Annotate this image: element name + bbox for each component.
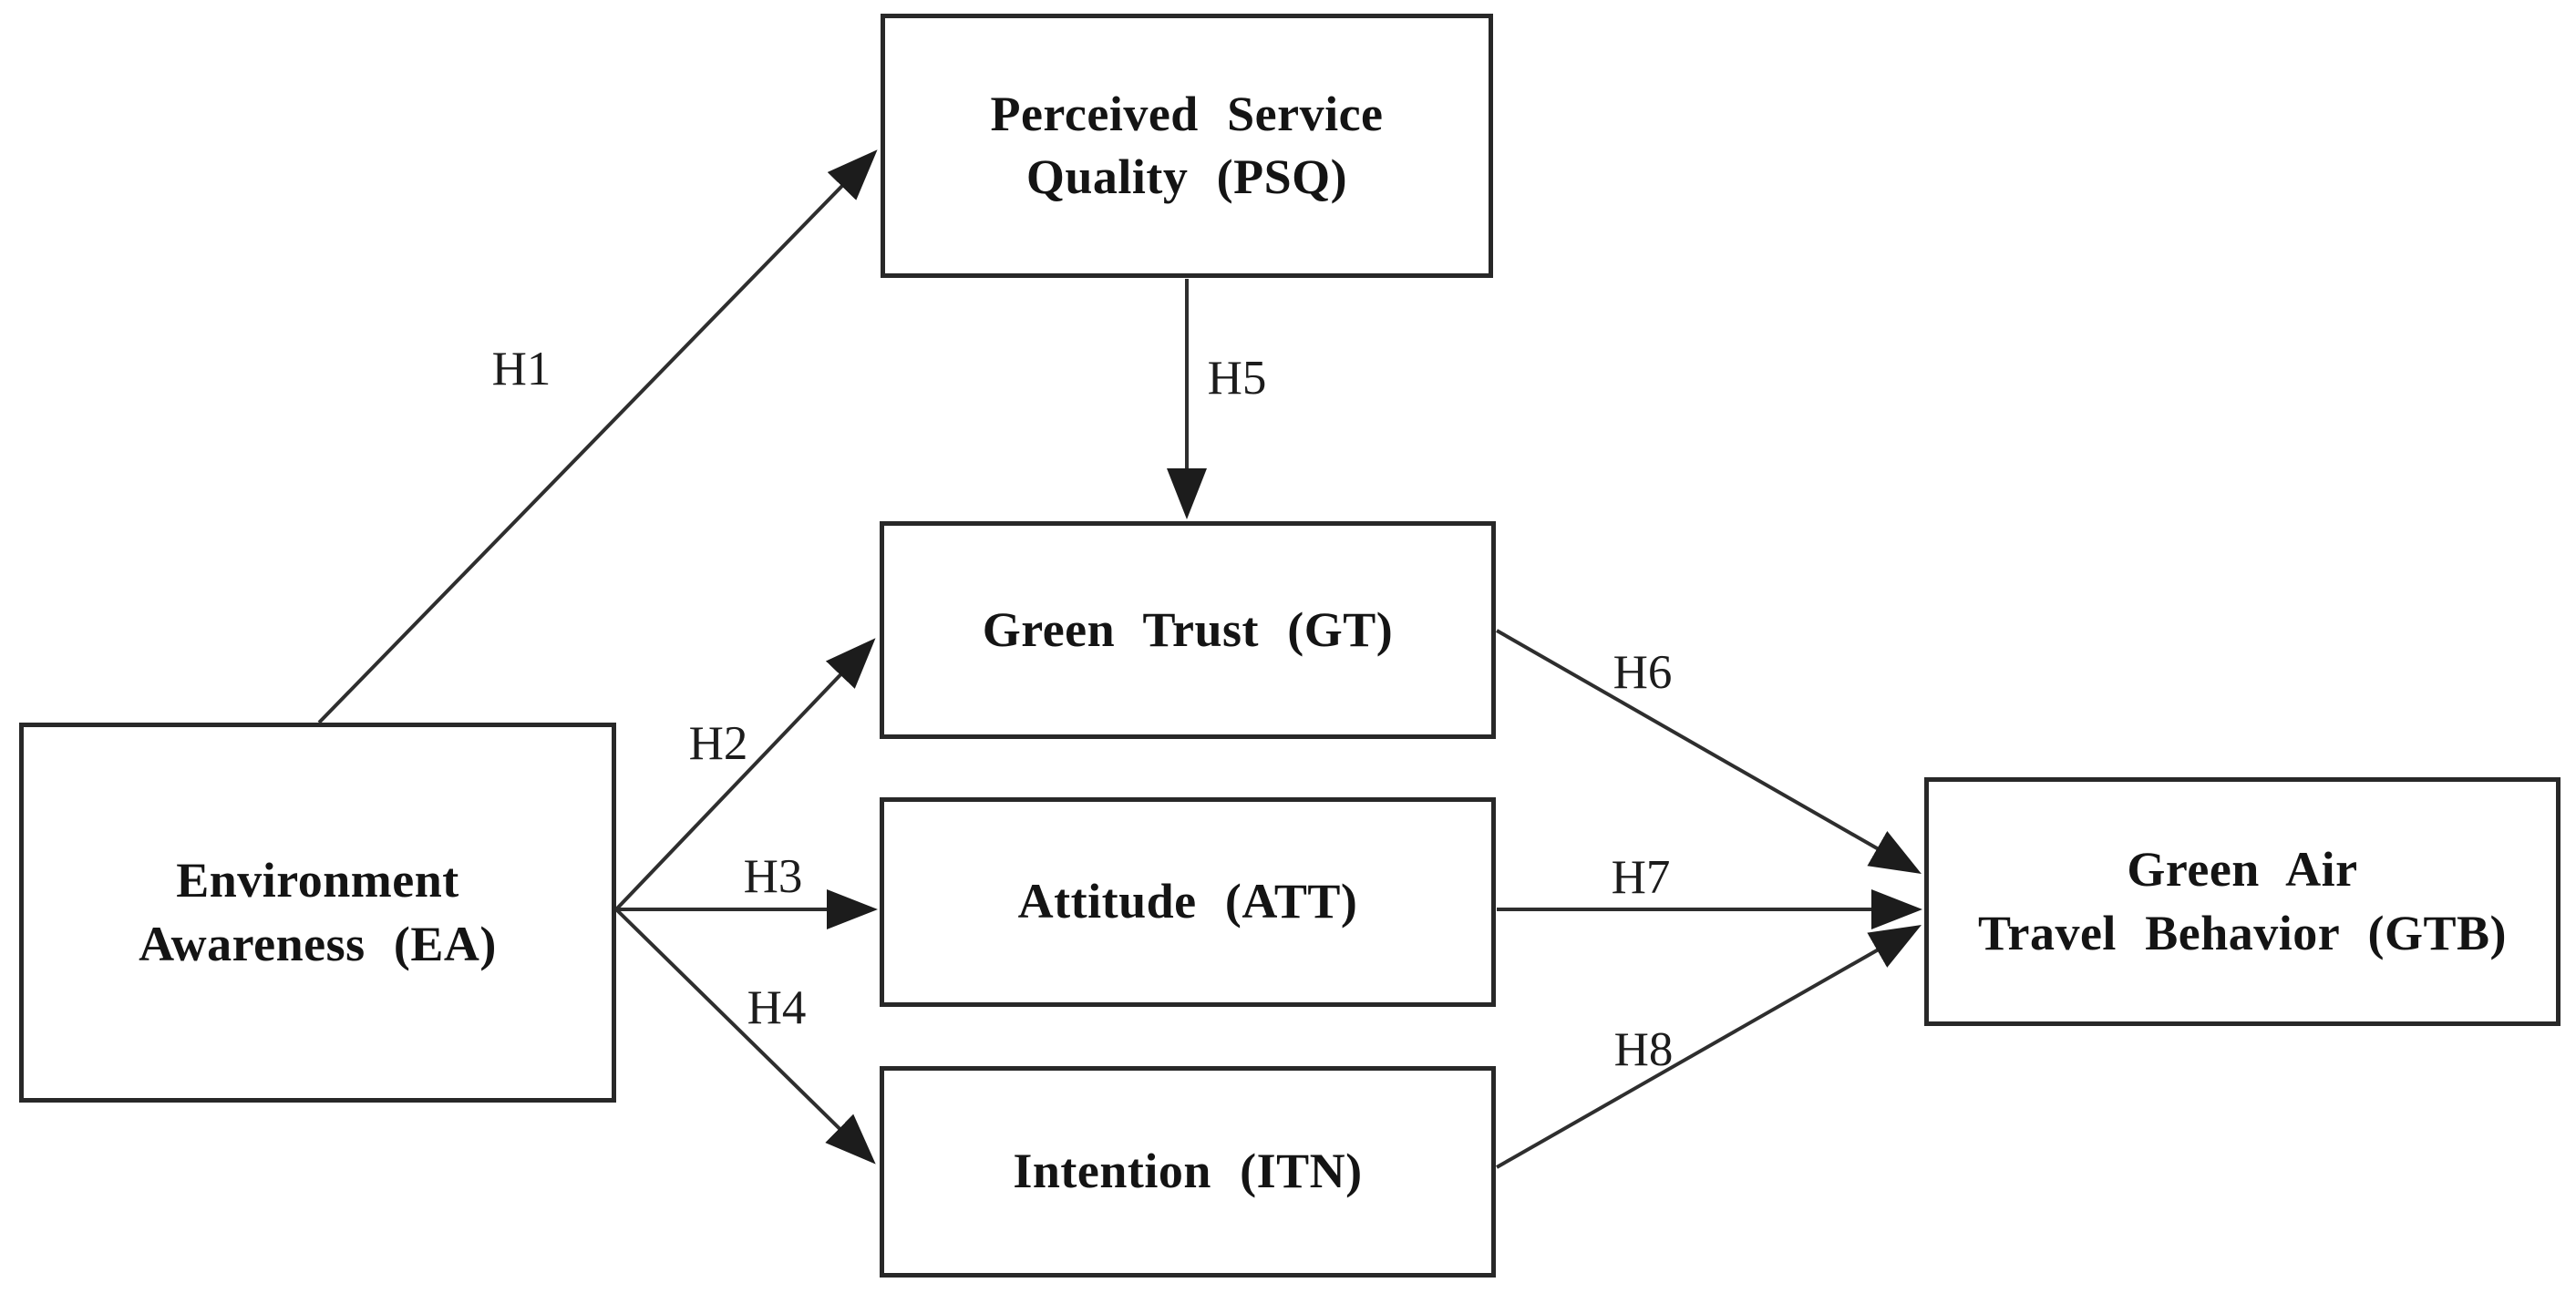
node-green-air-travel-behavior-label: Green Air Travel Behavior (GTB) [1977,842,2508,960]
edge-label-h2: H2 [688,717,748,770]
edge-label-h7: H7 [1611,851,1671,904]
node-green-trust: Green Trust (GT) [880,521,1496,739]
node-intention-label: Intention (ITN) [1013,1144,1363,1199]
edge-h4-line [614,908,876,1165]
node-green-trust-label: Green Trust (GT) [982,601,1394,657]
edge-label-h5: H5 [1207,352,1267,405]
node-perceived-service-quality: Perceived Service Quality (PSQ) [881,14,1493,278]
edge-h8-line [1496,925,1922,1169]
node-attitude: Attitude (ATT) [880,797,1496,1007]
edge-label-h3: H3 [743,850,803,903]
edge-label-h6: H6 [1613,646,1673,699]
edge-label-h4: H4 [747,981,807,1034]
edge-h1-line [317,149,878,724]
node-environment-awareness-label: Environment Awareness (EA) [139,853,497,971]
edge-label-h8: H8 [1613,1023,1674,1076]
node-green-air-travel-behavior: Green Air Travel Behavior (GTB) [1924,777,2561,1026]
node-environment-awareness: Environment Awareness (EA) [19,723,616,1103]
node-perceived-service-quality-label: Perceived Service Quality (PSQ) [990,86,1384,204]
node-attitude-label: Attitude (ATT) [1017,874,1358,929]
node-intention: Intention (ITN) [880,1066,1496,1278]
edge-h2-line [614,638,876,911]
edge-label-h1: H1 [491,343,551,395]
edge-h6-line [1496,629,1922,874]
